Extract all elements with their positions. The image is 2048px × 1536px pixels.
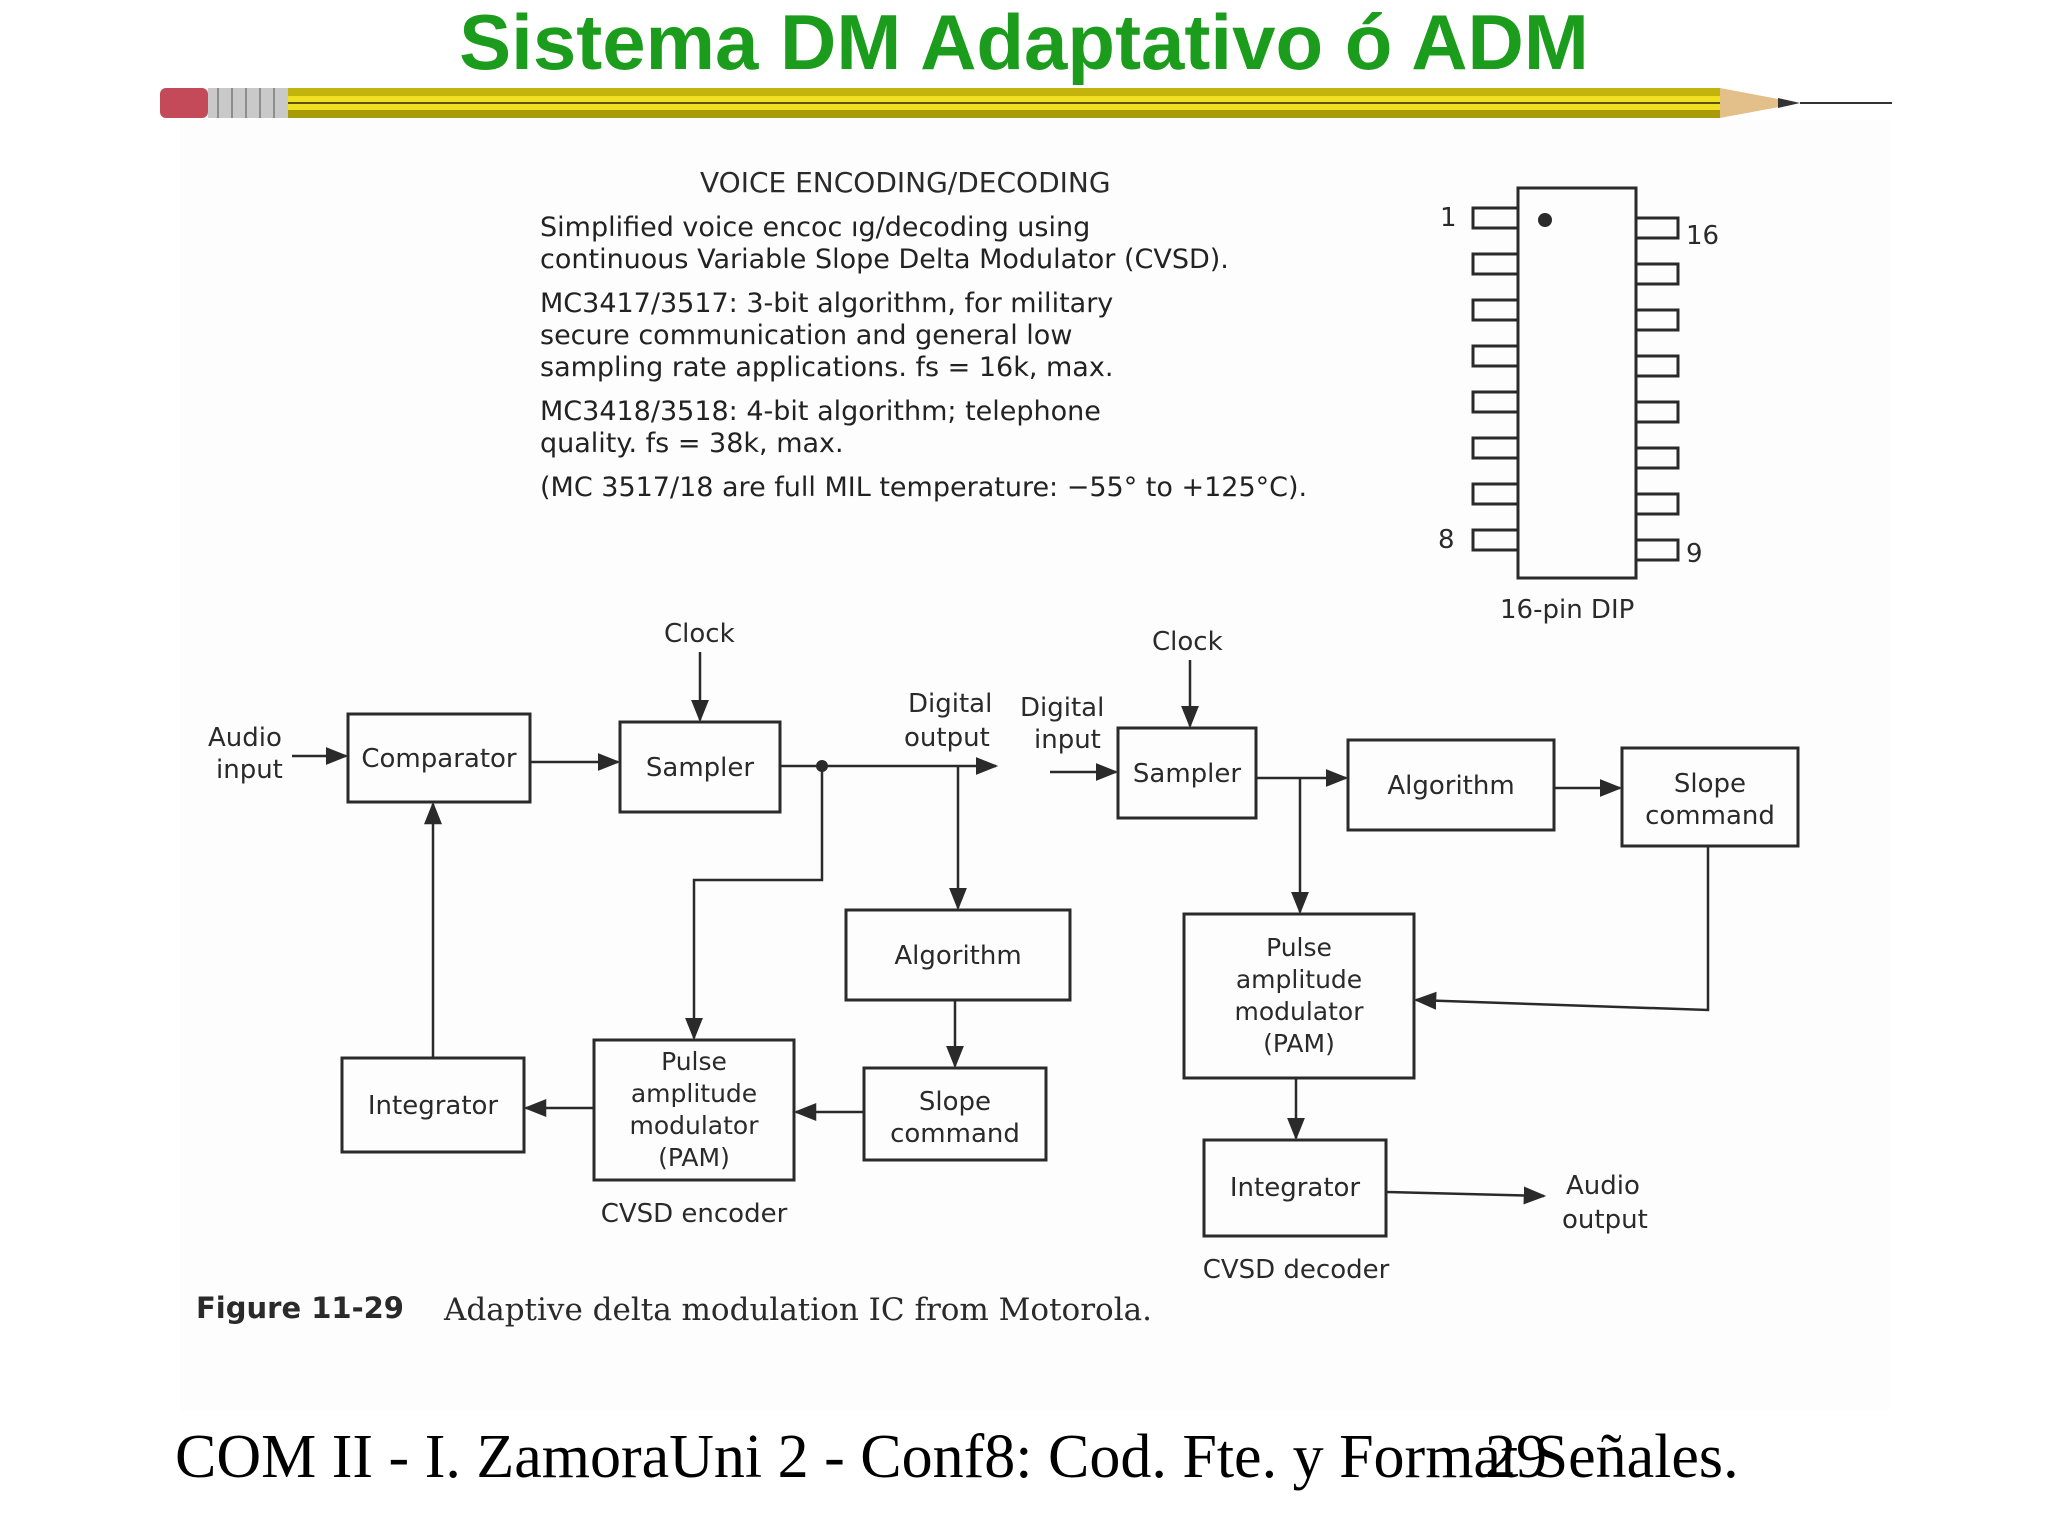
pin1-dot [1538,213,1552,227]
pencil-divider [160,88,1892,118]
dec-algorithm-label: Algorithm [1387,771,1514,801]
adm-block-diagram: VOICE ENCODING/DECODING 1 16 8 9 16-pin … [196,166,1800,1328]
decoder-signal-paths [1050,660,1710,1205]
footer-page-number: 29 [1485,1423,1547,1491]
voice-encoding-heading: VOICE ENCODING/DECODING [700,166,1111,199]
figure-caption-text: Adaptive delta modulation IC from Motoro… [443,1292,1152,1328]
enc-pam-label-1: Pulse [661,1047,727,1076]
enc-integrator-label: Integrator [368,1091,499,1121]
dip-pin9-label: 9 [1686,539,1703,569]
slide-title: Sistema DM Adaptativo ó ADM [459,0,1589,86]
enc-comparator-label: Comparator [361,744,517,774]
slide-footer: COM II - I. ZamoraUni 2 - Conf8: Cod. Ft… [0,1422,2048,1502]
dip-pin8-label: 8 [1438,525,1455,555]
enc-caption: CVSD encoder [601,1199,788,1229]
enc-digital-output-label-1: Digital [908,689,992,719]
enc-pam-label-3: modulator [629,1111,759,1140]
dec-audio-output-label-2: output [1562,1205,1648,1235]
enc-algorithm-label: Algorithm [894,941,1021,971]
dec-clock-label: Clock [1152,627,1223,657]
enc-junction-dot [816,760,828,772]
spec-line-3: MC3417/3517: 3-bit algorithm, for milita… [540,288,1114,319]
dec-pam-label-3: modulator [1234,997,1364,1026]
spec-line-2: continuous Variable Slope Delta Modulato… [540,244,1229,275]
dec-integrator-label: Integrator [1230,1173,1361,1203]
figure-number: Figure 11-29 [196,1291,404,1325]
enc-slope-command-label-2: command [890,1119,1020,1149]
spec-line-1: Simplified voice encoc ıg/decoding using [540,212,1091,243]
dec-slope-command-label-2: command [1645,801,1775,831]
enc-slope-command-label-1: Slope [919,1087,991,1117]
dec-caption: CVSD decoder [1203,1255,1390,1285]
enc-pam-label-2: amplitude [631,1079,757,1108]
dec-sampler-label: Sampler [1133,759,1241,789]
enc-pam-label-4: (PAM) [658,1143,730,1172]
spec-line-6: MC3418/3518: 4-bit algorithm; telephone [540,396,1101,427]
dec-digital-input-label-1: Digital [1020,693,1104,723]
spec-line-5: sampling rate applications. fs = 16k, ma… [540,352,1114,383]
pencil-tip [1720,88,1800,118]
dec-pam-label-4: (PAM) [1263,1029,1335,1058]
enc-audio-input-label-1: Audio [208,723,282,753]
dip-package-label: 16-pin DIP [1500,595,1634,625]
dec-slope-command-box [1620,746,1800,848]
dec-pam-label-1: Pulse [1266,933,1332,962]
dip-pin16-label: 16 [1686,221,1719,251]
spec-line-7: quality. fs = 38k, max. [540,428,844,459]
scanned-figure-background [180,120,1890,1410]
dip-body [1516,186,1638,580]
dip-right-pins [1634,216,1680,562]
enc-audio-input-label-2: input [216,755,283,785]
pencil-eraser [160,88,208,118]
dip-package [1471,186,1680,580]
dec-slope-command-label-1: Slope [1674,769,1746,799]
spec-line-4: secure communication and general low [540,320,1073,351]
enc-sampler-label: Sampler [646,753,754,783]
enc-clock-label: Clock [664,619,735,649]
dip-left-pins [1471,206,1520,552]
spec-line-8: (MC 3517/18 are full MIL temperature: −5… [540,472,1308,503]
dip-pin1-label: 1 [1440,203,1457,233]
enc-digital-output-label-2: output [904,723,990,753]
encoder-signal-paths [292,652,999,1121]
dec-pam-label-2: amplitude [1236,965,1362,994]
dec-digital-input-label-2: input [1034,725,1101,755]
dec-audio-output-label-1: Audio [1566,1171,1640,1201]
footer-course-text: COM II - I. ZamoraUni 2 - Conf8: Cod. Ft… [175,1423,1739,1491]
